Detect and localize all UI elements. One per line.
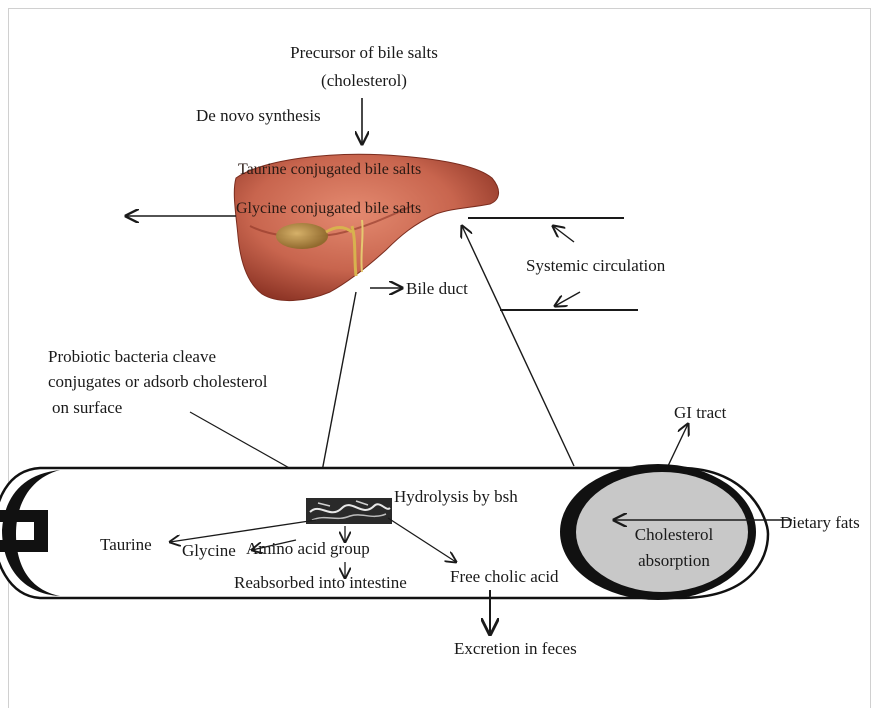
label-absorption: absorption — [638, 551, 710, 570]
label-amino-acid-group: Amino acid group — [246, 539, 370, 558]
label-probiotic-line2: conjugates or adsorb cholesterol — [48, 372, 268, 391]
label-dietary-fats: Dietary fats — [780, 513, 860, 532]
liver-to-intestine-arrow — [320, 292, 356, 482]
gallbladder-shape — [276, 223, 328, 249]
label-de-novo: De novo synthesis — [196, 106, 321, 125]
label-glycine: Glycine — [182, 541, 236, 560]
label-free-cholic-acid: Free cholic acid — [450, 567, 559, 586]
label-hydrolysis: Hydrolysis by bsh — [394, 487, 518, 506]
label-probiotic-line1: Probiotic bacteria cleave — [48, 347, 216, 366]
label-taurine-conjugated: Taurine conjugated bile salts — [238, 161, 421, 178]
label-taurine: Taurine — [100, 535, 152, 554]
label-gi-tract: GI tract — [674, 403, 727, 422]
gi-tract-arrow — [668, 424, 688, 466]
systemic-arrow-top — [553, 226, 574, 242]
label-probiotic-line3: on surface — [52, 398, 122, 417]
bile-vessel-3 — [361, 220, 362, 272]
label-bile-duct: Bile duct — [406, 279, 468, 298]
label-precursor-line2: (cholesterol) — [321, 71, 407, 90]
bacteria-image — [306, 498, 392, 524]
bile-salt-metabolism-diagram: Precursor of bile salts (cholesterol) De… — [0, 0, 879, 665]
diagram-canvas: Precursor of bile salts (cholesterol) De… — [0, 0, 879, 665]
label-excretion: Excretion in feces — [454, 639, 577, 658]
label-precursor-line1: Precursor of bile salts — [290, 43, 438, 62]
label-cholesterol: Cholesterol — [635, 525, 714, 544]
label-systemic-circulation: Systemic circulation — [526, 256, 666, 275]
systemic-arrow-bottom — [555, 292, 580, 306]
label-reabsorbed: Reabsorbed into intestine — [234, 573, 407, 592]
label-glycine-conjugated: Glycine conjugated bile salts — [236, 200, 421, 217]
